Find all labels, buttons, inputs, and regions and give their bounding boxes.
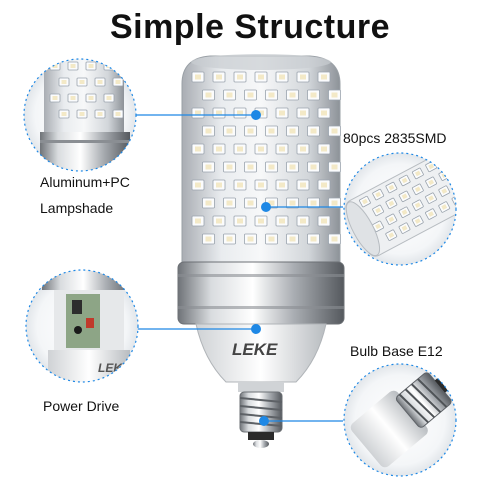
- e12-screw-base: [238, 382, 284, 448]
- aluminum-collar: [177, 261, 345, 325]
- led-bulb: LEKE: [177, 54, 345, 448]
- smd-chips-closeup: [343, 152, 457, 266]
- label-shade-line2: Lampshade: [40, 200, 114, 216]
- callout-dots: [251, 110, 271, 426]
- label-power-drive: Power Drive: [43, 398, 120, 414]
- page-title: Simple Structure: [109, 8, 391, 46]
- label-shade-line1: Aluminum+PC: [40, 174, 130, 190]
- power-drive-closeup: LEKE: [25, 269, 139, 383]
- bulb-base-closeup: [343, 363, 457, 477]
- label-bulb-base: Bulb Base E12: [350, 343, 443, 359]
- bulb-neck: [195, 323, 327, 383]
- svg-text:LEKE: LEKE: [98, 361, 131, 375]
- callout-lines: [135, 114, 343, 422]
- label-smd: 80pcs 2835SMD: [343, 130, 447, 146]
- brand-logo: LEKE: [232, 340, 278, 359]
- pc-lampshade: [181, 55, 341, 263]
- lampshade-closeup: [23, 58, 137, 172]
- led-chip-grid: [191, 71, 341, 245]
